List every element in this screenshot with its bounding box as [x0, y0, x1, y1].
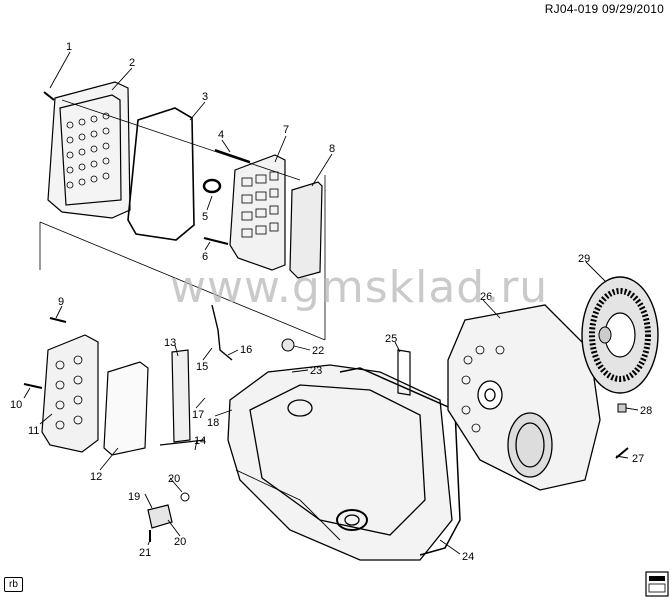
- callout-28: 28: [640, 405, 652, 417]
- converter-housing: [447, 304, 601, 491]
- callout-17: 17: [192, 409, 204, 421]
- callout-2: 2: [129, 57, 135, 69]
- plug-28: [617, 403, 627, 413]
- callout-19: 19: [128, 491, 140, 503]
- callout-26: 26: [480, 291, 492, 303]
- callout-4: 4: [218, 129, 224, 141]
- callout-25: 25: [385, 333, 397, 345]
- channel-plate: [171, 349, 191, 443]
- bolt-6: [203, 237, 229, 245]
- watermark: www.gmsklad.ru: [170, 262, 549, 313]
- sensor-19: [147, 504, 173, 529]
- callout-23: 23: [310, 365, 322, 377]
- oring-20: [180, 492, 190, 502]
- valve-body-plate: [289, 181, 323, 279]
- valve-body: [229, 154, 286, 271]
- callout-6: 6: [202, 251, 208, 263]
- callout-20-upper: 20: [168, 473, 180, 485]
- callout-22: 22: [312, 345, 324, 357]
- cover-gasket: [127, 107, 195, 241]
- bracket-25: [397, 349, 411, 396]
- bolt-10: [23, 383, 43, 389]
- bolt-4: [214, 149, 251, 163]
- callout-1: 1: [66, 41, 72, 53]
- manual-book-icon: [645, 571, 669, 597]
- rb-badge: rb: [4, 577, 23, 592]
- seal-14: [159, 439, 206, 446]
- leader-lines: [23, 51, 639, 555]
- bolt-9: [49, 317, 67, 323]
- spacer-plate: [103, 361, 149, 456]
- callout-5: 5: [202, 211, 208, 223]
- callout-labels: 1 2 3 4 5 6 7 8 9 10 11 12 13 14 15 16 1…: [10, 41, 652, 563]
- valve-body-cover: [47, 81, 131, 219]
- callout-7: 7: [283, 124, 289, 136]
- callout-27: 27: [632, 453, 644, 465]
- sensor-22: [281, 338, 295, 352]
- callout-20-lower: 20: [174, 536, 186, 548]
- drawing-reference: RJ04-019 09/29/2010: [545, 2, 664, 16]
- callout-3: 3: [202, 91, 208, 103]
- seal-5: [202, 178, 222, 194]
- callout-14: 14: [194, 435, 206, 447]
- bolt-1: [43, 91, 55, 101]
- drawing-code: RJ04-019: [544, 2, 599, 16]
- callout-18: 18: [207, 417, 219, 429]
- harness-16: [211, 304, 233, 361]
- callout-9: 9: [58, 296, 64, 308]
- callout-15: 15: [196, 361, 208, 373]
- callout-8: 8: [329, 143, 335, 155]
- callout-10: 10: [10, 399, 22, 411]
- torque-converter: [581, 276, 659, 394]
- control-valve-body: [41, 334, 99, 453]
- callout-16: 16: [240, 344, 252, 356]
- group-lines: [39, 99, 326, 341]
- transmission-case: [227, 364, 453, 561]
- drawing-date: 09/29/2010: [601, 2, 664, 16]
- callout-13: 13: [164, 337, 176, 349]
- callout-11: 11: [28, 425, 39, 437]
- callout-21: 21: [139, 547, 151, 559]
- case-gasket: [339, 367, 461, 556]
- callout-24: 24: [462, 551, 474, 563]
- callout-12: 12: [90, 471, 102, 483]
- callout-29: 29: [578, 253, 590, 265]
